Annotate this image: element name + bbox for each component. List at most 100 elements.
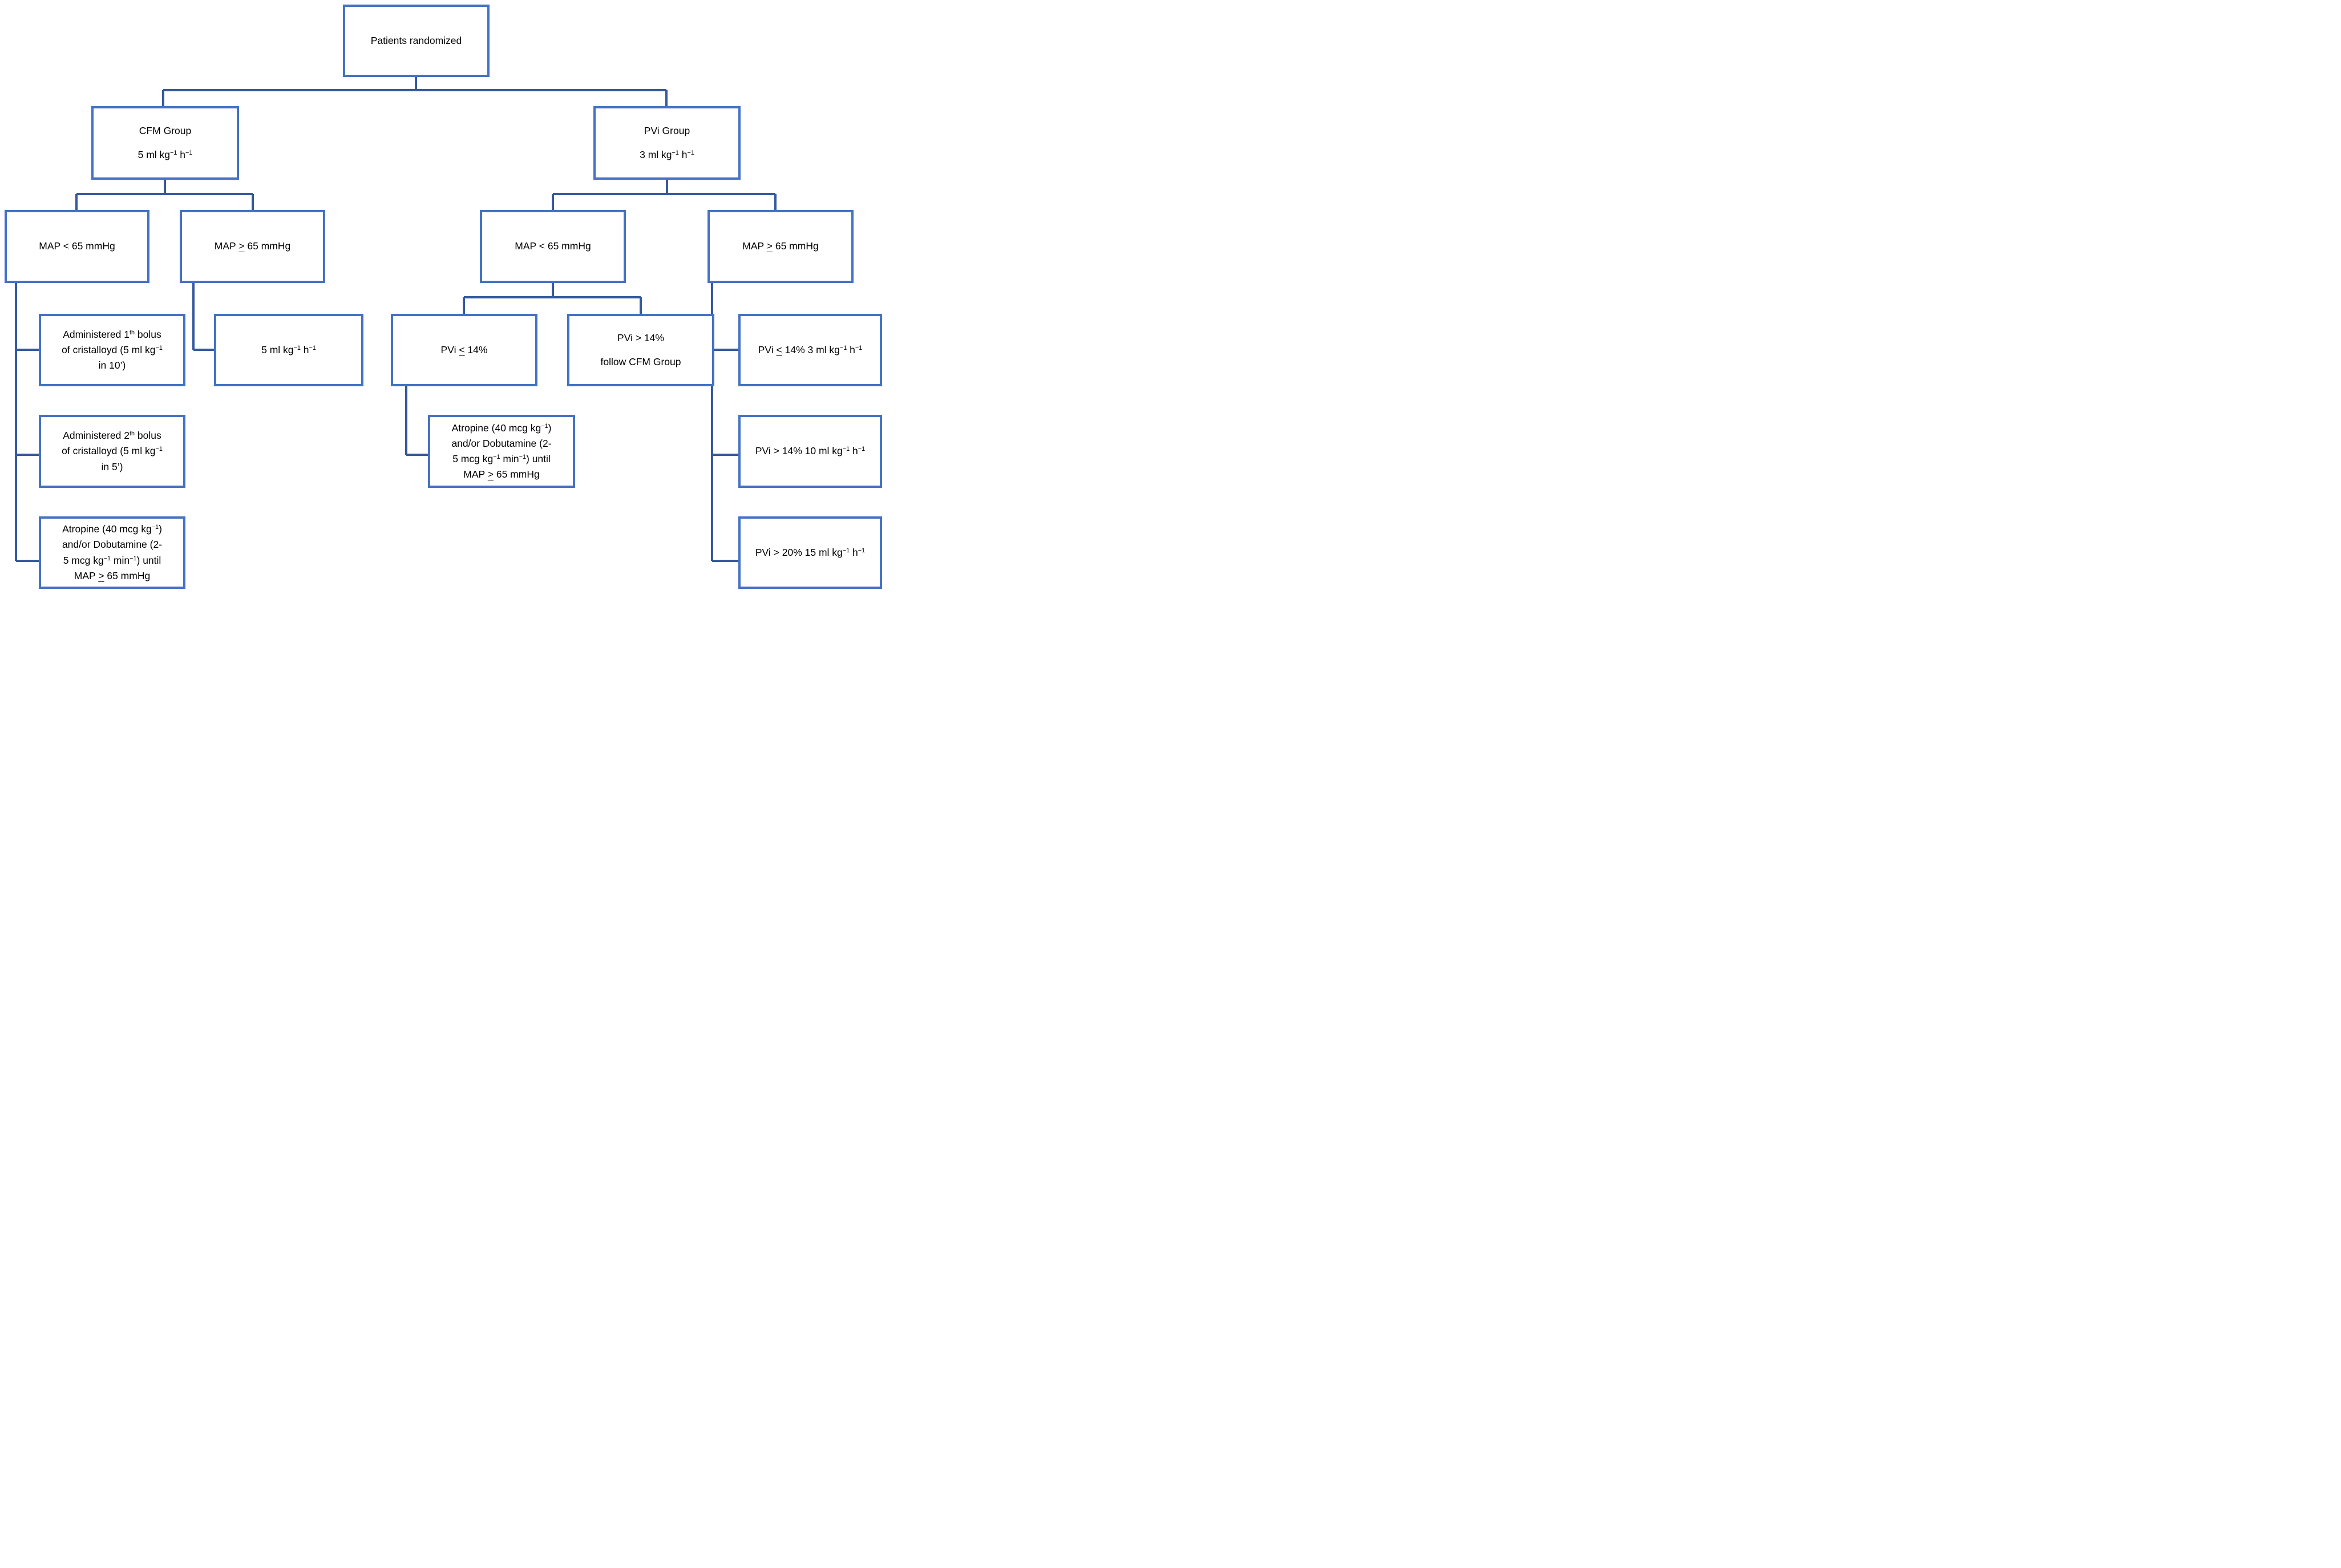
superscript-text: −1	[858, 446, 866, 453]
node-text-line: PVi < 14% 3 ml kg−1 h−1	[758, 342, 863, 358]
superscript-text: −1	[155, 344, 163, 351]
text-segment: PVi	[758, 343, 777, 355]
node-text-line: PVi > 20% 15 ml kg−1 h−1	[755, 545, 865, 560]
text-segment: 5 mcg kg	[452, 453, 494, 464]
node-text-line: MAP > 65 mmHg	[215, 239, 290, 254]
node-text-line: MAP < 65 mmHg	[39, 239, 115, 254]
node-text-line: PVi Group	[644, 119, 690, 143]
text-segment: follow CFM Group	[600, 355, 681, 367]
node-text-line: 3 ml kg−1 h−1	[640, 143, 694, 167]
superscript-text: −1	[839, 344, 847, 351]
connector-lines	[15, 77, 777, 562]
node-text-line: Atropine (40 mcg kg−1)	[452, 421, 552, 436]
text-segment: Administered 2	[63, 430, 130, 442]
superscript-text: −1	[130, 555, 137, 562]
node-pvi-above-14-follow: PVi > 14% follow CFM Group	[567, 314, 714, 386]
superscript-text: −1	[309, 344, 316, 351]
node-text-line: Administered 2th bolus	[63, 428, 161, 443]
superscript-text: −1	[541, 422, 548, 430]
superscript-text: th	[129, 329, 135, 336]
node-pvi-le14-3ml: PVi < 14% 3 ml kg−1 h−1	[738, 314, 882, 386]
node-atropine-cfm: Atropine (40 mcg kg−1)and/or Dobutamine …	[39, 516, 185, 589]
superscript-text: −1	[672, 149, 679, 156]
node-pvi-map-above-65: MAP > 65 mmHg	[707, 210, 854, 283]
node-text-line: MAP > 65 mmHg	[463, 467, 539, 482]
node-text-line: of cristalloyd (5 ml kg−1	[62, 342, 163, 358]
superscript-text: −1	[185, 149, 193, 156]
text-segment: ) until	[136, 554, 161, 566]
text-segment: ) until	[526, 453, 551, 464]
text-segment: >	[98, 569, 104, 581]
text-segment: MAP	[463, 468, 488, 480]
text-segment: min	[111, 554, 130, 566]
node-cfm-map-above-65: MAP > 65 mmHg	[180, 210, 325, 283]
text-segment: Administered 1	[63, 328, 130, 340]
node-cfm-map-below-65: MAP < 65 mmHg	[5, 210, 149, 283]
text-segment: 5 ml kg	[138, 148, 171, 160]
text-segment: in 5’)	[101, 460, 123, 472]
node-text-line: follow CFM Group	[600, 350, 681, 374]
text-segment: h	[847, 343, 855, 355]
text-segment: 14% 3 ml kg	[782, 343, 840, 355]
superscript-text: −1	[170, 149, 177, 156]
text-segment: bolus	[135, 430, 161, 442]
text-segment: 5 ml kg	[261, 343, 294, 355]
text-segment: >	[238, 240, 245, 252]
text-segment: 14%	[464, 343, 488, 355]
node-text-line: CFM Group	[139, 119, 191, 143]
text-segment: 5 mcg kg	[63, 554, 104, 566]
text-segment: PVi Group	[644, 125, 690, 137]
node-maintain-5ml: 5 ml kg−1 h−1	[214, 314, 363, 386]
superscript-text: −1	[858, 547, 866, 554]
superscript-text: th	[129, 430, 135, 438]
text-segment: MAP	[74, 569, 99, 581]
node-text-line: and/or Dobutamine (2-	[62, 537, 162, 552]
superscript-text: −1	[519, 454, 526, 461]
node-pvi-map-below-65: MAP < 65 mmHg	[480, 210, 626, 283]
text-segment: h	[300, 343, 309, 355]
text-segment: in 10’)	[98, 359, 126, 371]
text-segment: h	[850, 546, 858, 558]
node-text-line: 5 mcg kg−1 min−1) until	[63, 553, 161, 568]
text-segment: >	[766, 240, 773, 252]
node-text-line: and/or Dobutamine (2-	[451, 436, 551, 451]
text-segment: >	[487, 468, 494, 480]
node-text-line: MAP > 65 mmHg	[74, 568, 150, 584]
node-text-line: in 5’)	[102, 459, 123, 475]
node-pvi-gt20-15ml: PVi > 20% 15 ml kg−1 h−1	[738, 516, 882, 589]
superscript-text: −1	[687, 149, 694, 156]
node-atropine-pvi: Atropine (40 mcg kg−1)and/or Dobutamine …	[428, 415, 575, 488]
superscript-text: −1	[155, 446, 163, 453]
node-text-line: Atropine (40 mcg kg−1)	[62, 522, 162, 537]
node-text-line: 5 ml kg−1 h−1	[138, 143, 193, 167]
text-segment: PVi	[440, 343, 459, 355]
superscript-text: −1	[103, 555, 111, 562]
superscript-text: −1	[842, 547, 850, 554]
node-text-line: PVi < 14%	[441, 342, 488, 358]
text-segment: bolus	[135, 328, 161, 340]
text-segment: PVi > 14%	[617, 332, 664, 344]
text-segment: 65 mmHg	[493, 468, 540, 480]
text-segment: )	[548, 422, 552, 434]
text-segment: 65 mmHg	[244, 240, 291, 252]
node-text-line: Administered 1th bolus	[63, 327, 161, 342]
text-segment: h	[177, 148, 185, 160]
text-segment: h	[850, 445, 858, 457]
node-text-line: MAP < 65 mmHg	[515, 239, 591, 254]
text-segment: MAP	[214, 240, 239, 252]
text-segment: PVi > 20% 15 ml kg	[755, 546, 843, 558]
text-segment: Patients randomized	[370, 34, 462, 46]
text-segment: <	[776, 343, 782, 355]
text-segment: PVi > 14% 10 ml kg	[755, 445, 843, 457]
text-segment: )	[159, 523, 162, 535]
text-segment: of cristalloyd (5 ml kg	[62, 445, 156, 457]
text-segment: MAP	[742, 240, 767, 252]
superscript-text: −1	[293, 344, 301, 351]
node-text-line: Patients randomized	[371, 33, 462, 49]
text-segment: min	[500, 453, 519, 464]
node-text-line: of cristalloyd (5 ml kg−1	[62, 443, 163, 459]
